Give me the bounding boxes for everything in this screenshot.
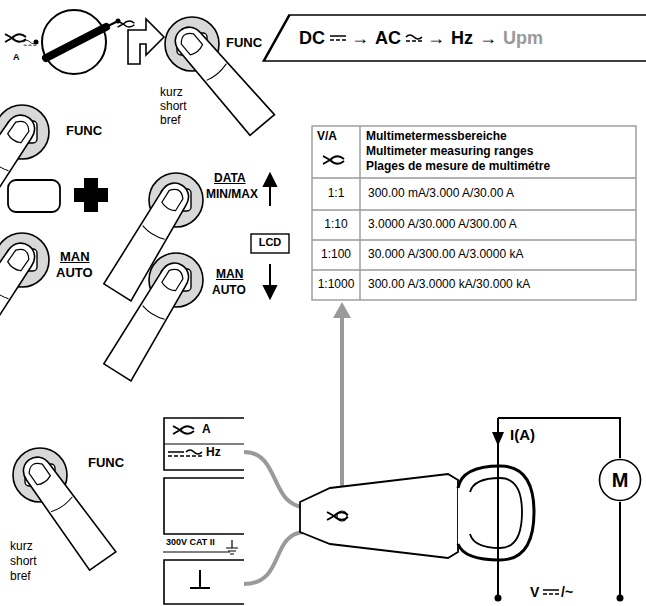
ac-symbol [186, 450, 202, 456]
press-hint: short [10, 555, 37, 569]
range-table [312, 126, 636, 300]
display-label: LCD [259, 236, 282, 249]
mode-name: → [351, 28, 369, 49]
press-hint: kurz [10, 540, 33, 554]
table-header: Multimeter measuring ranges [366, 145, 533, 159]
step-arrow [128, 19, 164, 64]
rating-label: 300V CAT II [166, 537, 215, 547]
table-cell: 1:100 [321, 248, 351, 262]
circuit-wire [498, 418, 620, 598]
voltage-label: V [530, 584, 539, 600]
mode-sequence-band: DC → AC → Hz → Upm [262, 14, 646, 62]
terminal-label: A [202, 423, 211, 437]
mode-name: Hz [451, 28, 473, 49]
table-cell: 1:1 [328, 187, 345, 201]
mode-name: DC [299, 28, 325, 49]
button-name: AUTO [212, 284, 246, 298]
mode-name: Upm [503, 28, 543, 49]
table-header: Multimetermessbereiche [366, 130, 507, 144]
dc-symbol [543, 590, 559, 594]
terminal-dot [617, 595, 624, 602]
mode-name: → [479, 28, 497, 49]
table-cell: 1:1000 [318, 278, 355, 292]
motor-label: M [612, 469, 629, 492]
table-cell: 300.00 mA/3.000 A/30.00 A [368, 187, 514, 201]
dc-symbol [168, 452, 184, 456]
rotary-switch [5, 10, 134, 74]
table-header: V/A [317, 130, 337, 144]
current-label: I(A) [510, 426, 535, 443]
press-hint: kurz [160, 86, 183, 100]
ac-symbol [404, 32, 424, 44]
dc-symbol [328, 32, 348, 44]
current-arrow [492, 432, 504, 446]
terminal-label: Hz [206, 446, 221, 460]
motor-circle: M [598, 458, 642, 502]
button-name: MAN [216, 268, 243, 282]
terminal-dot [495, 595, 502, 602]
button-name: FUNC [66, 124, 102, 139]
table-cell: 300.00 A/3.0000 kA/30.000 kA [368, 278, 530, 292]
voltage-label: /~ [561, 584, 573, 600]
meter-terminals [163, 418, 244, 604]
press-hint: bref [10, 570, 31, 584]
clamp-icon [173, 426, 194, 434]
button-name: FUNC [88, 456, 124, 471]
table-cell: 30.000 A/300.00 A/3.0000 kA [368, 248, 523, 262]
leader-arrow [333, 302, 351, 498]
press-hint: short [160, 100, 187, 114]
button-name: MAN [60, 250, 90, 265]
table-cell: 1:10 [324, 218, 347, 232]
button-name: FUNC [226, 36, 262, 51]
band-outline [264, 15, 646, 61]
circle-outline [600, 460, 641, 501]
clamp-icon [323, 156, 344, 164]
press-hint: bref [160, 114, 181, 128]
button-name: AUTO [56, 266, 93, 281]
button-finger [0, 17, 274, 570]
button-name: MIN/MAX [206, 188, 258, 202]
table-cell: 3.0000 A/30.000 A/300.00 A [368, 218, 517, 232]
button-name: DATA [214, 172, 246, 186]
table-header: Plages de mesure de multimétre [366, 160, 550, 174]
clamp-icon [327, 512, 348, 520]
mode-name: AC [375, 28, 401, 49]
range-mark: A [13, 52, 20, 62]
cable [244, 452, 304, 584]
mode-name: → [427, 28, 445, 49]
